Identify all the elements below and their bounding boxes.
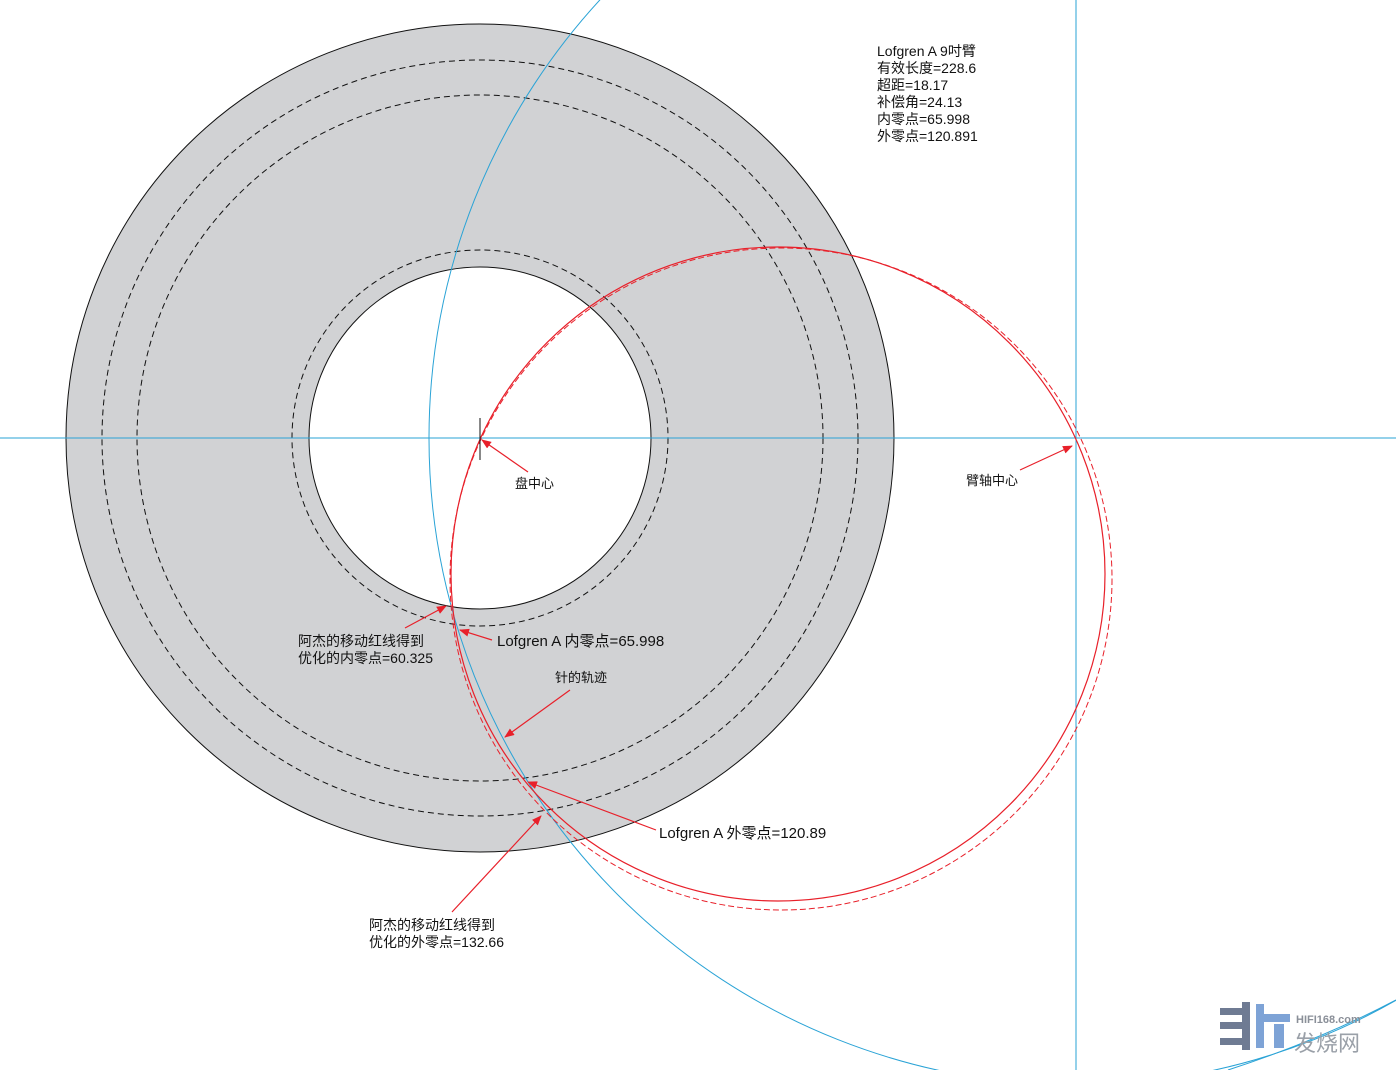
label-disc-center: 盘中心 <box>515 476 555 491</box>
label-optimized-inner-line1: 阿杰的移动红线得到 <box>298 633 424 649</box>
arrow-disc-center <box>481 439 529 473</box>
watermark-logo: HIFI168.com 发烧网 <box>1218 1000 1388 1056</box>
corner-arc <box>1227 999 1396 1070</box>
info-title: Lofgren A 9吋臂 <box>877 43 976 59</box>
red-circle-dashed <box>449 247 1113 911</box>
red-circle-solid <box>450 246 1106 902</box>
arrow-optimized-inner <box>404 605 447 629</box>
arrow-lofgren-outer <box>527 781 657 831</box>
arrow-pivot-center <box>1019 445 1073 471</box>
watermark-glyph-icon <box>1220 1002 1290 1050</box>
arrow-needle-track <box>504 689 571 738</box>
info-effective-length: 有效长度=228.6 <box>877 60 977 76</box>
label-optimized-outer: 阿杰的移动红线得到 优化的外零点=132.66 <box>369 917 504 951</box>
label-optimized-outer-line1: 阿杰的移动红线得到 <box>369 917 495 933</box>
info-outer-null: 外零点=120.891 <box>877 128 978 144</box>
arrow-lofgren-inner <box>459 628 493 641</box>
watermark-cn: 发烧网 <box>1294 1031 1361 1056</box>
label-pivot-center: 臂轴中心 <box>966 473 1019 488</box>
stylus-arc <box>428 0 1396 1070</box>
label-lofgren-inner: Lofgren A 内零点=65.998 <box>497 633 665 650</box>
info-offset-angle: 补偿角=24.13 <box>877 94 963 110</box>
label-lofgren-outer: Lofgren A 外零点=120.89 <box>659 825 827 842</box>
label-optimized-inner: 阿杰的移动红线得到 优化的内零点=60.325 <box>298 633 433 667</box>
label-needle-track: 针的轨迹 <box>555 670 608 685</box>
label-optimized-outer-line2: 优化的外零点=132.66 <box>369 934 504 950</box>
watermark-en: HIFI168.com <box>1296 1014 1361 1026</box>
info-inner-null: 内零点=65.998 <box>877 111 970 127</box>
info-overhang: 超距=18.17 <box>877 77 949 93</box>
arrow-optimized-outer <box>451 815 542 913</box>
label-optimized-inner-line2: 优化的内零点=60.325 <box>298 650 433 666</box>
info-box: Lofgren A 9吋臂 有效长度=228.6 超距=18.17 补偿角=24… <box>877 43 978 145</box>
